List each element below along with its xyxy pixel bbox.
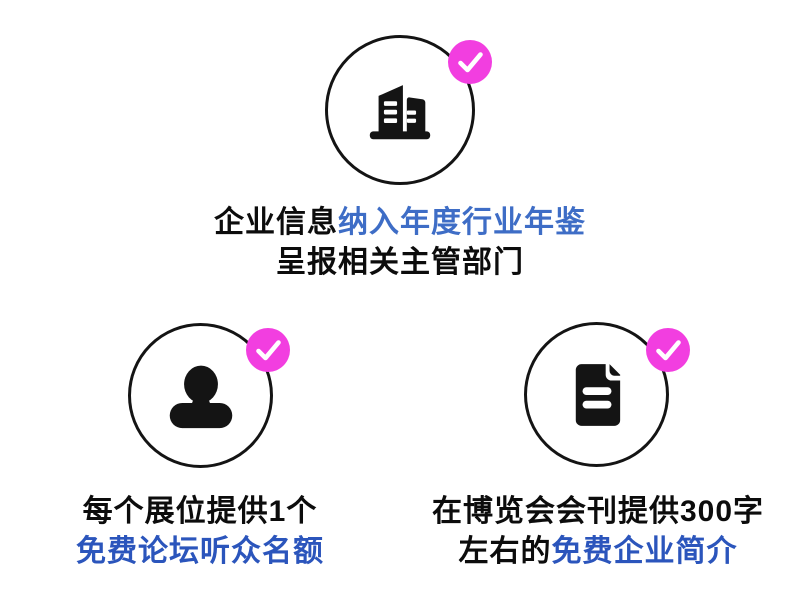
text-segment: 企业信息 — [214, 206, 338, 239]
caption-line: 呈报相关主管部门 — [100, 243, 700, 283]
text-segment-highlight: 免费论坛听众名额 — [76, 535, 324, 568]
check-icon — [256, 340, 281, 361]
document-icon — [575, 363, 620, 426]
text-segment: 在博览会会刊提供300字 — [431, 495, 765, 528]
caption-line: 每个展位提供1个 — [0, 492, 400, 532]
caption-yearbook: 企业信息纳入年度行业年鉴 呈报相关主管部门 — [100, 203, 700, 283]
text-segment-highlight: 免费企业简介 — [551, 535, 738, 568]
caption-line: 左右的免费企业简介 — [398, 532, 798, 572]
feature-circle-yearbook — [325, 35, 492, 185]
check-badge — [646, 328, 690, 372]
caption-company-profile: 在博览会会刊提供300字 左右的免费企业简介 — [398, 492, 798, 572]
text-segment-highlight: 纳入年度行业年鉴 — [338, 206, 586, 239]
text-segment: 每个展位提供1个 — [82, 495, 318, 528]
caption-line: 免费论坛听众名额 — [0, 532, 400, 572]
check-icon — [656, 340, 681, 361]
caption-line: 在博览会会刊提供300字 — [398, 492, 798, 532]
text-segment: 呈报相关主管部门 — [276, 246, 524, 279]
caption-forum-seat: 每个展位提供1个 免费论坛听众名额 — [0, 492, 400, 572]
check-badge — [246, 328, 290, 372]
feature-circle-forum-seat — [128, 323, 290, 468]
feature-circle-company-profile — [524, 322, 690, 467]
building-icon — [369, 85, 431, 140]
caption-line: 企业信息纳入年度行业年鉴 — [100, 203, 700, 243]
check-icon — [458, 52, 483, 73]
user-icon — [169, 365, 232, 428]
text-segment: 左右的 — [458, 535, 552, 568]
check-badge — [448, 40, 492, 84]
